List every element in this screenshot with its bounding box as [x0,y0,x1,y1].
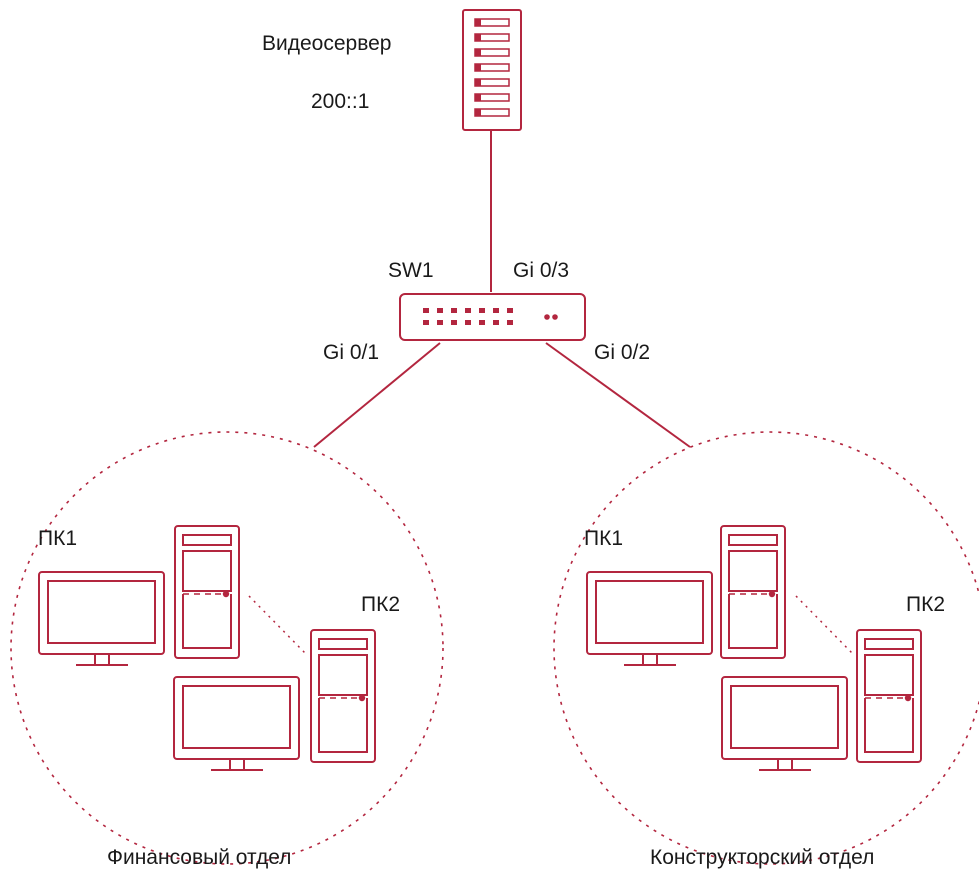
design-pc2-monitor-icon [721,676,848,771]
port-label-gi03: Gi 0/3 [513,259,570,282]
finance-pc1-tower-icon [174,525,240,659]
design-pc1-tower-icon [720,525,786,659]
design-pc2-label: ПК2 [906,593,946,616]
switch-icon [399,293,586,341]
link-switch-finance [313,342,441,448]
finance-pc2-monitor-icon [173,676,300,771]
finance-pc1-label: ПК1 [38,527,78,550]
finance-department-label: Финансовый отдел [107,846,292,869]
port-label-gi01: Gi 0/1 [323,341,380,364]
design-department-zone [553,431,979,865]
finance-department-zone [10,431,444,865]
server-label: Видеосервер [262,32,392,55]
design-pc2-tower-icon [856,629,922,763]
switch-label: SW1 [388,259,434,282]
finance-pc2-label: ПК2 [361,593,401,616]
server-icon [462,9,522,131]
link-switch-design [545,342,691,448]
port-label-gi02: Gi 0/2 [594,341,651,364]
finance-link-pc1-pc2 [248,595,307,655]
finance-pc1-monitor-icon [38,571,165,666]
design-pc1-label: ПК1 [584,527,624,550]
server-address: 200::1 [311,90,370,113]
design-pc1-monitor-icon [586,571,713,666]
finance-pc2-tower-icon [310,629,376,763]
design-department-label: Конструкторский отдел [650,846,875,869]
design-link-pc1-pc2 [795,595,854,655]
